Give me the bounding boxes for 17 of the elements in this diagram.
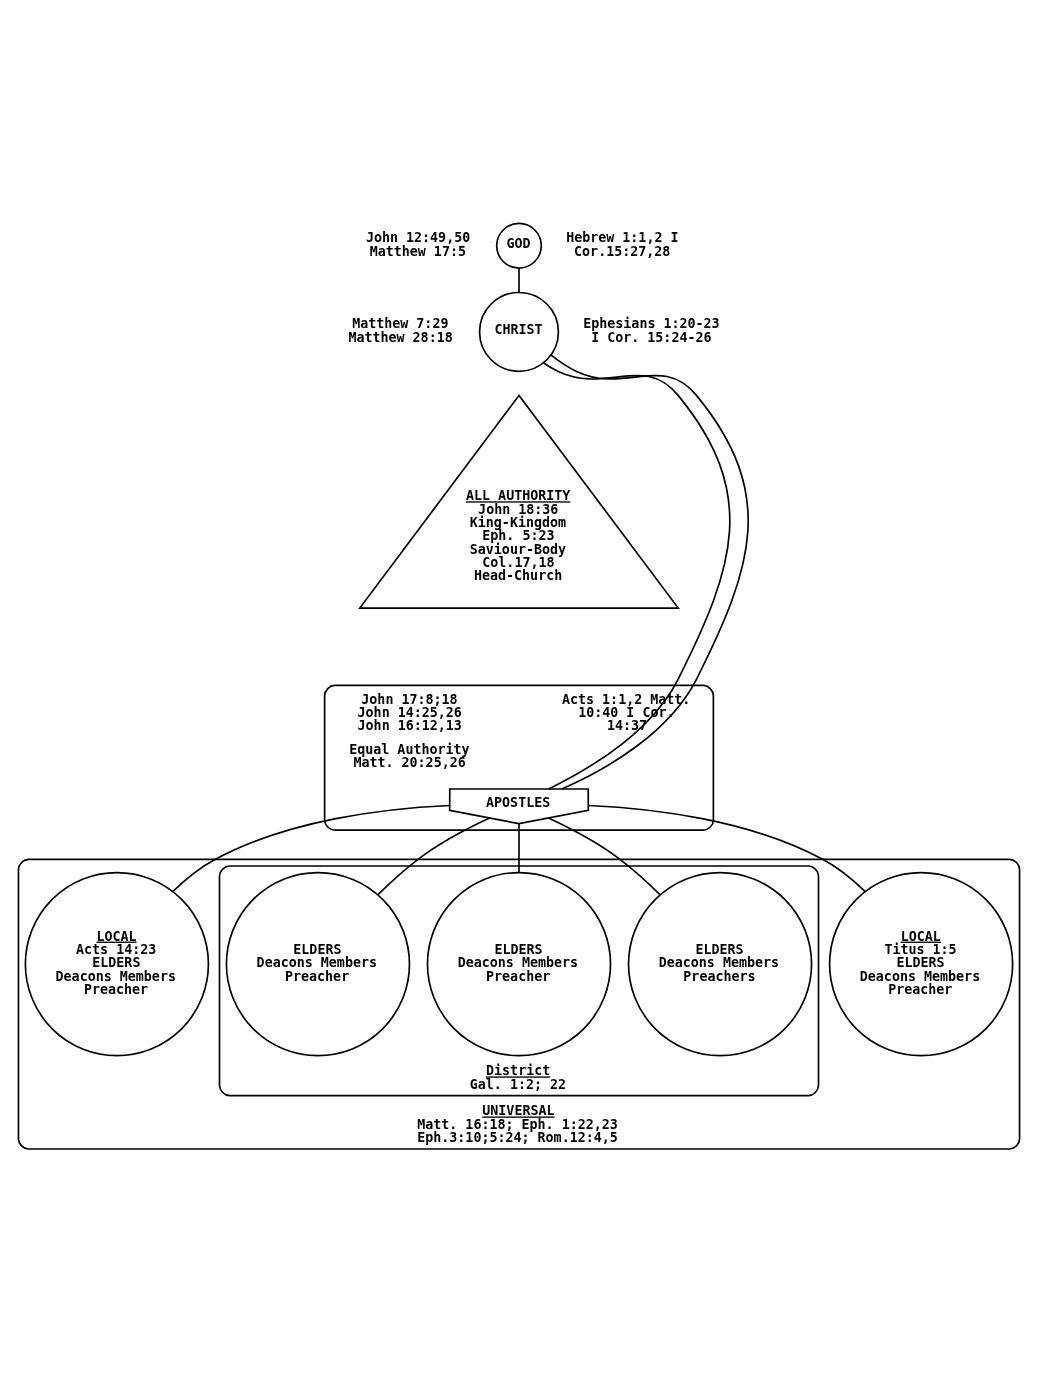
node-label: John 12:49,50 Matthew 17:5 [365, 230, 471, 259]
connector [587, 804, 866, 893]
connector [172, 804, 451, 893]
node-label: Matthew 7:29 Matthew 28:18 [348, 316, 453, 345]
node-circle: LOCAL Acts 14:23 ELDERS Deacons Members Preacher [24, 871, 210, 1057]
node-circle: ELDERS Deacons Members Preacher [225, 871, 411, 1057]
node-circle: ELDERS Deacons Members Preachers [627, 871, 813, 1057]
node-circle: ELDERS Deacons Members Preacher [426, 871, 612, 1057]
node-circle: LOCAL Titus 1:5 ELDERS Deacons Members Preacher [828, 871, 1014, 1057]
node-circle: GOD [495, 222, 543, 269]
node-label: Ephesians 1:20-23 I Cor. 15:24-26 [583, 316, 720, 345]
connector [518, 822, 520, 874]
connector [518, 267, 520, 294]
connector [377, 817, 491, 896]
connector [547, 817, 661, 896]
node-circle: CHRIST [478, 291, 560, 373]
node-label: Hebrew 1:1,2 I Cor.15:27,28 [566, 230, 679, 259]
